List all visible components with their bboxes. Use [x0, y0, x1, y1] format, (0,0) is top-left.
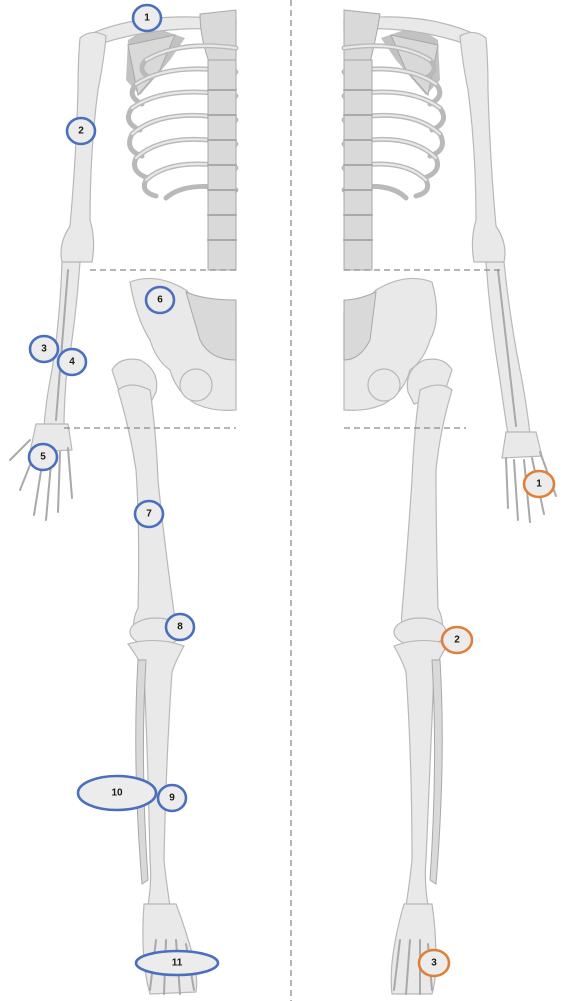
marker-right-1[interactable]: 1 — [524, 471, 554, 497]
left-markers: 1 2 3 4 5 6 7 8 — [29, 5, 218, 975]
marker-right-3[interactable]: 3 — [419, 950, 449, 976]
marker-left-1-label: 1 — [144, 13, 150, 24]
right-femur — [402, 385, 453, 632]
marker-left-7[interactable]: 7 — [135, 501, 163, 527]
marker-left-2[interactable]: 2 — [67, 118, 95, 144]
marker-left-5-label: 5 — [40, 452, 46, 463]
marker-left-10-label: 10 — [111, 788, 123, 799]
right-spine — [344, 60, 372, 270]
marker-left-4-label: 4 — [69, 357, 75, 368]
marker-left-1[interactable]: 1 — [133, 5, 161, 31]
marker-left-6-label: 6 — [157, 295, 163, 306]
marker-right-2[interactable]: 2 — [442, 627, 472, 653]
left-humerus — [61, 32, 106, 262]
marker-left-11-label: 11 — [172, 958, 183, 969]
marker-left-8[interactable]: 8 — [166, 614, 194, 640]
left-hand — [10, 424, 72, 520]
left-spine — [208, 60, 236, 270]
marker-left-7-label: 7 — [146, 509, 152, 520]
marker-right-3-label: 3 — [431, 958, 437, 969]
marker-left-3[interactable]: 3 — [30, 336, 58, 362]
marker-right-2-label: 2 — [454, 635, 460, 646]
marker-left-4[interactable]: 4 — [58, 349, 86, 375]
marker-left-6[interactable]: 6 — [146, 287, 174, 313]
marker-left-9[interactable]: 9 — [158, 785, 186, 811]
marker-left-5[interactable]: 5 — [29, 444, 57, 470]
marker-left-8-label: 8 — [177, 622, 183, 633]
left-foot — [143, 904, 197, 994]
marker-right-1-label: 1 — [536, 479, 542, 490]
marker-left-9-label: 9 — [169, 793, 175, 804]
marker-left-11[interactable]: 11 — [136, 951, 218, 975]
right-foot — [391, 904, 436, 994]
right-humerus — [460, 32, 505, 262]
marker-left-3-label: 3 — [41, 344, 47, 355]
marker-left-10[interactable]: 10 — [78, 776, 156, 810]
marker-left-2-label: 2 — [78, 126, 84, 137]
